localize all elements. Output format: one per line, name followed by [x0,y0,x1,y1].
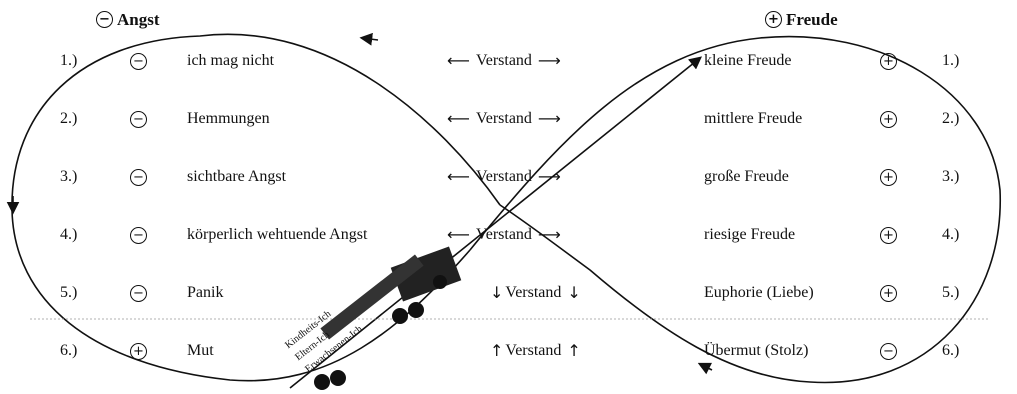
left-row-label: körperlich wehtuende Angst [187,226,368,243]
right-row-label: mittlere Freude [704,110,803,127]
left-row-number: 6.) [60,342,78,359]
row-sign-icon: + [880,285,897,302]
right-row-label: Euphorie (Liebe) [704,284,814,301]
right-row-label: kleine Freude [704,52,792,69]
down-arrow-icon: ↓ [567,283,581,302]
left-lobe-curve [11,33,501,382]
up-arrow-icon: ↑ [567,341,581,360]
right-row-number: 3.) [942,168,960,185]
left-row-label: Mut [187,342,214,359]
verstand-row: ↑ Verstand ↑ [490,343,581,359]
right-row-label: Übermut (Stolz) [704,342,809,359]
right-row-label: riesige Freude [704,226,796,243]
right-row-number: 4.) [942,226,960,243]
freude-header-label: Freude [786,10,838,29]
right-arrow-icon: ⟶ [537,167,561,186]
left-row-label: Panik [187,284,224,301]
left-row-label: ich mag nicht [187,52,275,69]
left-row-number: 5.) [60,284,78,301]
right-arrow-icon: ⟶ [537,109,561,128]
verstand-row: ⟵ Verstand ⟶ [447,111,561,127]
row-sign-icon: + [880,111,897,128]
verstand-row: ⟵ Verstand ⟶ [447,53,561,69]
row-sign-icon: − [880,343,897,360]
minus-sign-icon: − [96,11,113,28]
verstand-label: Verstand [475,110,532,127]
left-arrow-icon: ⟵ [447,167,470,186]
left-row-number: 1.) [60,52,78,69]
row-sign-icon: + [880,53,897,70]
left-arrow-icon: ⟵ [447,51,470,70]
verstand-row: ⟵ Verstand ⟶ [447,169,561,185]
row-sign-icon: − [130,53,147,70]
left-row-number: 3.) [60,168,78,185]
up-arrow-icon: ↑ [490,341,504,360]
row-sign-icon: − [130,285,147,302]
right-row-number: 5.) [942,284,960,301]
verstand-label: Verstand [475,168,532,185]
angst-header-label: Angst [117,10,160,29]
row-sign-icon: + [130,343,147,360]
arrow-bottom-right [697,362,713,375]
left-row-label: Hemmungen [187,110,270,127]
freude-header: + Freude [765,11,838,28]
verstand-label: Verstand [475,226,532,243]
arrow-top-left [359,32,379,46]
verstand-label: Verstand [475,52,532,69]
row-sign-icon: − [130,169,147,186]
plus-sign-icon: + [765,11,782,28]
truck-drawing [314,246,462,390]
verstand-label: Verstand [505,284,562,301]
row-sign-icon: − [130,111,147,128]
right-arrow-icon: ⟶ [537,51,561,70]
verstand-row: ↓ Verstand ↓ [490,285,581,301]
row-sign-icon: + [880,169,897,186]
verstand-row: ⟵ Verstand ⟶ [447,227,561,243]
verstand-label: Verstand [505,342,562,359]
row-sign-icon: − [130,227,147,244]
left-row-number: 4.) [60,226,78,243]
angst-header: − Angst [96,11,160,28]
right-row-number: 6.) [942,342,960,359]
left-row-label: sichtbare Angst [187,168,287,185]
right-row-label: große Freude [704,168,789,185]
left-arrow-icon: ⟵ [447,109,470,128]
right-arrow-icon: ⟶ [537,225,561,244]
down-arrow-icon: ↓ [490,283,504,302]
right-lobe-curve [469,35,1001,384]
right-row-number: 2.) [942,110,960,127]
left-row-number: 2.) [60,110,78,127]
right-row-number: 1.) [942,52,960,69]
crossing-line [289,56,702,389]
row-sign-icon: + [880,227,897,244]
left-arrow-icon: ⟵ [447,225,470,244]
